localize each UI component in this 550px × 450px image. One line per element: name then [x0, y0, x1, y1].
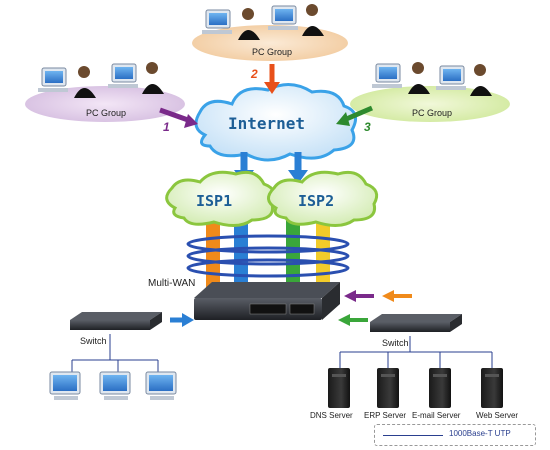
- pc-icon: [49, 371, 81, 400]
- arrow-orange-right: [382, 290, 412, 302]
- isp2-label: ISP2: [298, 192, 335, 210]
- server-icon: [429, 368, 451, 408]
- server-label-dns: DNS Server: [310, 411, 353, 420]
- server-icon: [377, 368, 399, 408]
- switch-left: [70, 312, 162, 330]
- pc-icon: [268, 5, 298, 30]
- internet-label: Internet: [228, 114, 306, 133]
- pc-group-right-label: PC Group: [412, 108, 453, 118]
- user-icon: [470, 64, 492, 96]
- user-icon: [238, 8, 260, 40]
- pc-group-top-label: PC Group: [252, 47, 293, 57]
- server-label-email: E-mail Server: [412, 411, 461, 420]
- server-icon: [328, 368, 350, 408]
- server-label-erp: ERP Server: [364, 411, 407, 420]
- multiwan-label: Multi-WAN: [148, 278, 196, 289]
- isp2-cloud: [267, 170, 379, 227]
- user-icon: [302, 4, 324, 36]
- pc-group-left-label: PC Group: [86, 108, 127, 118]
- pc-group-right: [350, 62, 510, 122]
- arrow-to-isp2: [288, 152, 308, 184]
- arrow-green-right: [338, 314, 368, 326]
- pc-group-top: [192, 4, 348, 61]
- arrow-switch-to-router: [170, 313, 194, 327]
- pc-icon: [108, 63, 138, 88]
- group-number-2: 2: [251, 67, 258, 81]
- server-icon: [481, 368, 503, 408]
- group-number-1: 1: [163, 120, 170, 134]
- switch-right: [370, 314, 462, 332]
- pc-icon: [145, 371, 177, 400]
- pc-group-left: [25, 62, 185, 122]
- arrow-top: [264, 64, 280, 94]
- arrow-left: [159, 107, 198, 128]
- arrow-purple-right: [344, 290, 374, 302]
- isp1-label: ISP1: [196, 192, 233, 210]
- pc-icon: [372, 63, 402, 88]
- arrow-right: [336, 105, 373, 126]
- user-icon: [74, 66, 96, 98]
- multiwan-router: [194, 282, 340, 320]
- cabling-left: [71, 334, 159, 372]
- link-rings: [186, 234, 350, 278]
- pc-icon: [99, 371, 131, 400]
- wan-links: [206, 218, 330, 290]
- pc-icon: [202, 9, 232, 34]
- legend-text: 1000Base-T UTP: [449, 429, 511, 438]
- pc-icon: [436, 65, 466, 90]
- switch-left-label: Switch: [80, 336, 107, 346]
- legend-line-sample: [383, 435, 443, 436]
- group-number-3: 3: [364, 120, 371, 134]
- server-label-web: Web Server: [476, 411, 519, 420]
- user-icon: [408, 62, 430, 94]
- pc-icon: [38, 67, 68, 92]
- legend: 1000Base-T UTP: [374, 424, 536, 446]
- user-icon: [142, 62, 164, 94]
- cabling-right: [339, 336, 493, 368]
- switch-right-label: Switch: [382, 338, 409, 348]
